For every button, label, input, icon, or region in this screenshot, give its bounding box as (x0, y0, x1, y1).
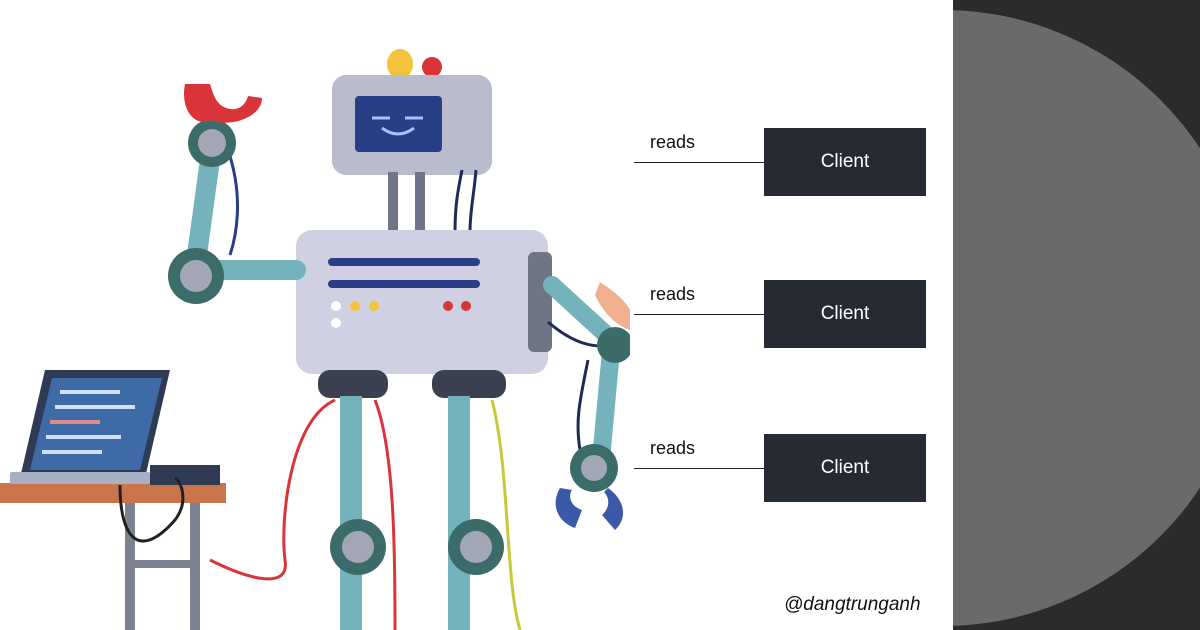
reads-row-3: reads Client (634, 434, 926, 504)
edge-label: reads (650, 438, 696, 458)
reads-row-2: reads Client (634, 280, 926, 350)
robot-icon (0, 49, 630, 630)
edge-connector (634, 468, 764, 469)
edge-connector (634, 314, 764, 315)
edge-label: reads (650, 132, 696, 152)
client-node: Client (764, 280, 926, 348)
half-circle-decoration (953, 10, 1200, 626)
decorative-side-panel (953, 0, 1200, 630)
client-label: Client (820, 457, 870, 478)
client-node: Client (764, 434, 926, 502)
client-node: Client (764, 128, 926, 196)
edge-label: reads (650, 284, 696, 304)
client-label: Client (820, 151, 870, 172)
edge-connector (634, 162, 764, 163)
client-label: Client (820, 303, 870, 324)
reads-row-1: reads Client (634, 128, 926, 198)
author-watermark: @dangtrunganh (784, 594, 921, 615)
